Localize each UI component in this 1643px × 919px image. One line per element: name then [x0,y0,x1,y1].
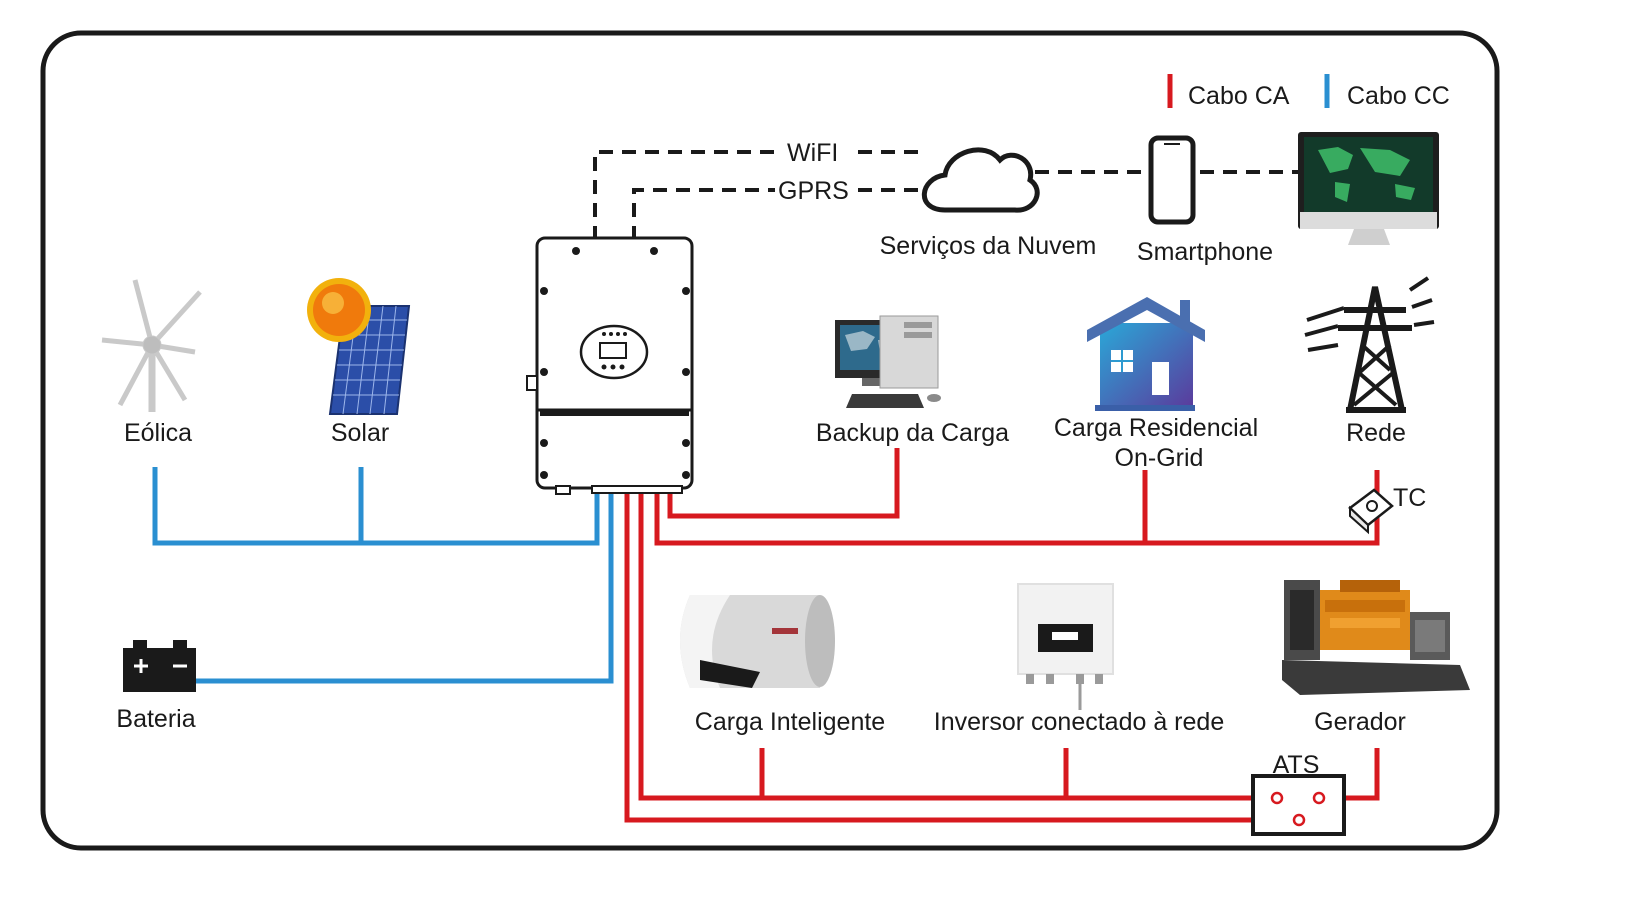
dc-wiring [152,467,614,684]
monitor-icon [1298,132,1439,245]
cloud-label: Serviços da Nuvem [879,232,1097,260]
ats-switch-icon [1251,774,1346,836]
ct-label: TC [1393,484,1427,512]
wifi-label: WiFI [787,139,839,167]
gprs-label: GPRS [778,177,849,205]
smartphone-label: Smartphone [1136,238,1274,266]
house-icon [1087,297,1205,411]
cloud-icon [921,147,1040,213]
grid-tie-inverter-icon [1017,583,1114,710]
grid-ac-line [654,470,1380,546]
wind-dc-line [152,467,600,546]
generator-icon [1282,580,1470,695]
wind-label: Eólica [123,419,193,447]
smartphone-icon [1148,135,1196,225]
gprs-link [632,188,775,240]
backup-load-label: Backup da Carga [815,419,1010,447]
grid-inverter-label: Inversor conectado à rede [933,708,1225,736]
computer-icon [835,315,941,408]
legend-ac-label: Cabo CA [1188,82,1290,110]
backup-ac-line [667,448,900,519]
transmission-tower-icon [1304,276,1435,413]
solar-label: Solar [330,419,390,447]
smart-load-label: Carga Inteligente [694,708,886,736]
ats-output-line [624,487,1299,823]
communication-links [593,150,1298,240]
grid-label: Rede [1346,419,1406,447]
battery-label: Bateria [116,705,196,733]
diagram-frame [40,30,1500,851]
home-load-label-line2: On-Grid [1114,444,1204,472]
ats-label: ATS [1272,751,1320,779]
legend-dc-label: Cabo CC [1347,82,1450,110]
home-load-label-line1: Carga Residencial [1053,414,1259,442]
water-heater-icon [680,595,835,688]
hybrid-inverter-icon [526,236,694,495]
battery-icon [123,640,196,692]
battery-dc-line [196,487,614,684]
solar-panel-icon [307,278,411,415]
generator-label: Gerador [1314,708,1406,736]
wifi-link [593,150,778,240]
ct-clamp-icon [1348,488,1394,535]
wind-turbine-icon [101,279,202,412]
